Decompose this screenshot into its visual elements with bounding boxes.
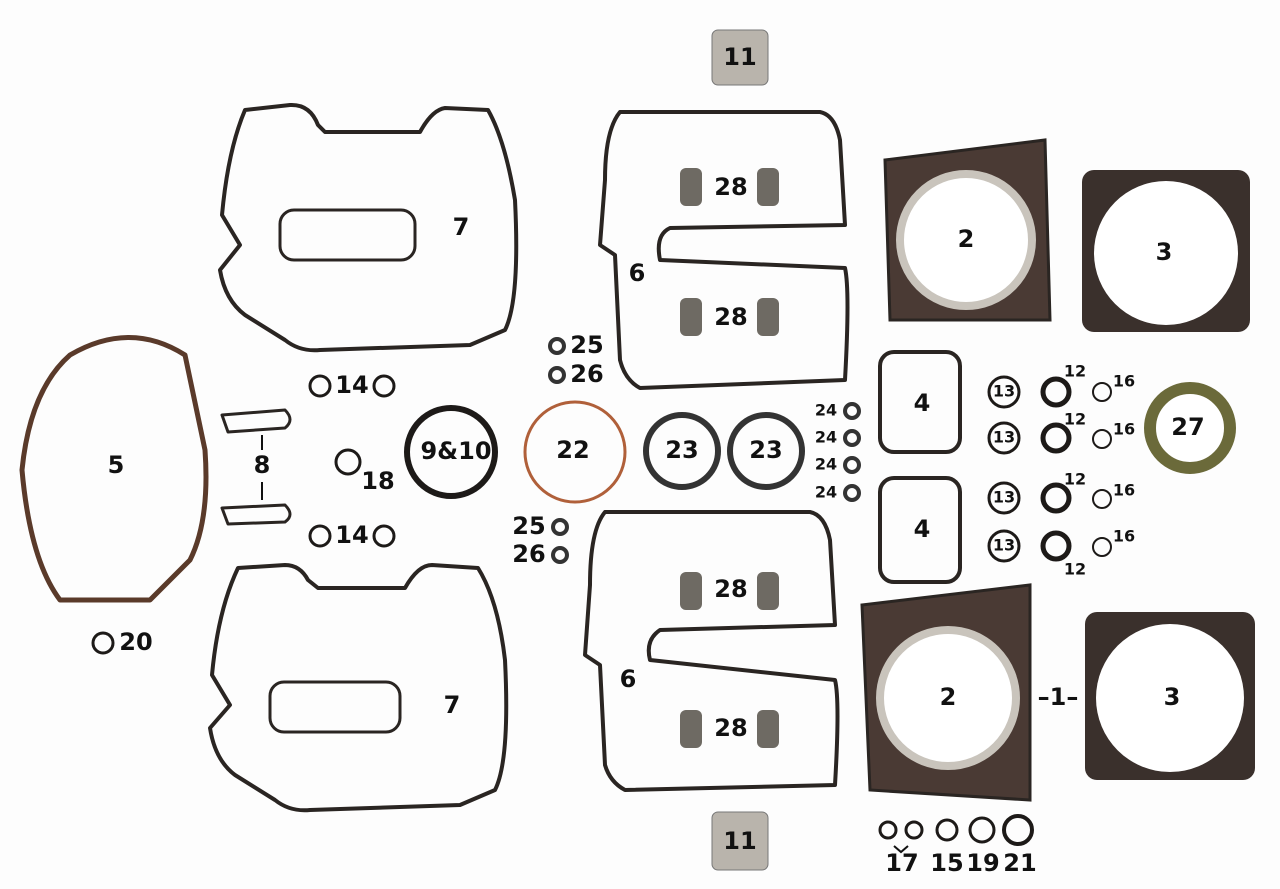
rocker-window-bottom bbox=[268, 680, 402, 734]
callout: 28 bbox=[714, 303, 747, 331]
callout: 4 bbox=[914, 389, 931, 417]
base-gasket-top bbox=[1082, 170, 1250, 332]
o-rings-misc bbox=[91, 374, 396, 655]
callout: 16 bbox=[1113, 527, 1135, 546]
callout: 4 bbox=[914, 515, 931, 543]
rocker-base-gasket-bottom bbox=[583, 510, 840, 792]
callout: 17 bbox=[885, 849, 918, 877]
callout: 18 bbox=[361, 467, 394, 495]
callout: 3 bbox=[1164, 683, 1181, 711]
callout: 25 bbox=[570, 331, 603, 359]
rocker-cover-gasket-top bbox=[218, 102, 519, 353]
small-gasket-bottom bbox=[220, 503, 292, 526]
callout: 11 bbox=[723, 827, 756, 855]
tappet-gasket-top bbox=[878, 350, 962, 454]
callout: –1– bbox=[1038, 683, 1079, 711]
callout: 14 bbox=[335, 521, 368, 549]
callout: 25 bbox=[512, 512, 545, 540]
o-rings-right bbox=[987, 375, 1112, 563]
seal-23-right bbox=[727, 412, 805, 490]
callout-labels: 11 11 7 7 6 6 28 28 28 28 2 2 3 3 –1– 5 … bbox=[108, 43, 1205, 877]
callout: 11 bbox=[723, 43, 756, 71]
callout: 28 bbox=[714, 173, 747, 201]
callout: 14 bbox=[335, 371, 368, 399]
callout: 23 bbox=[665, 436, 698, 464]
rocker-cover-gasket-bottom bbox=[208, 563, 509, 813]
callout: 3 bbox=[1156, 238, 1173, 266]
callout: 16 bbox=[1113, 481, 1135, 500]
callout: 13 bbox=[993, 428, 1015, 447]
oil-seal-27 bbox=[1144, 382, 1236, 474]
callout: 7 bbox=[453, 213, 470, 241]
callout: 12 bbox=[1064, 410, 1086, 429]
callout: 22 bbox=[556, 436, 589, 464]
callout: 27 bbox=[1171, 413, 1204, 441]
callout: 21 bbox=[1003, 849, 1036, 877]
bushing-top bbox=[711, 29, 769, 86]
callout: 6 bbox=[629, 259, 646, 287]
callout: 20 bbox=[119, 628, 152, 656]
callout: 12 bbox=[1064, 470, 1086, 489]
o-rings-bottom bbox=[878, 814, 1034, 846]
callout: 15 bbox=[930, 849, 963, 877]
callout: 2 bbox=[958, 225, 975, 253]
callout: 12 bbox=[1064, 362, 1086, 381]
callout: 24 bbox=[815, 401, 837, 420]
callout: 24 bbox=[815, 483, 837, 502]
callout: 23 bbox=[749, 436, 782, 464]
small-gasket-top bbox=[220, 408, 292, 434]
washers bbox=[548, 337, 861, 564]
seal-23-left bbox=[643, 412, 721, 490]
head-gasket-bottom bbox=[860, 583, 1032, 802]
callout: 8 bbox=[254, 451, 271, 479]
cam-cover-gasket bbox=[19, 335, 209, 603]
callout: 7 bbox=[444, 691, 461, 719]
callout: 5 bbox=[108, 451, 125, 479]
callout: 16 bbox=[1113, 420, 1135, 439]
callout: 6 bbox=[620, 665, 637, 693]
callout: 2 bbox=[940, 683, 957, 711]
head-gasket-top bbox=[883, 138, 1052, 322]
callout: 24 bbox=[815, 428, 837, 447]
gasket-22 bbox=[523, 400, 627, 504]
callout: 16 bbox=[1113, 372, 1135, 391]
callout: 26 bbox=[512, 540, 545, 568]
valve-seals bbox=[680, 168, 779, 748]
callout: 19 bbox=[966, 849, 999, 877]
callout: 13 bbox=[993, 488, 1015, 507]
callout: 28 bbox=[714, 714, 747, 742]
tappet-gasket-bottom bbox=[878, 476, 962, 584]
gasket-9-10 bbox=[404, 405, 498, 499]
callout: 28 bbox=[714, 575, 747, 603]
callout: 9&10 bbox=[420, 437, 491, 465]
callout: 26 bbox=[570, 360, 603, 388]
callout: 12 bbox=[1064, 560, 1086, 579]
rocker-base-gasket-top bbox=[598, 110, 850, 390]
bushing-bottom bbox=[711, 811, 769, 871]
callout: 24 bbox=[815, 455, 837, 474]
callout: 13 bbox=[993, 382, 1015, 401]
callout: 13 bbox=[993, 536, 1015, 555]
base-gasket-bottom bbox=[1085, 612, 1255, 780]
rocker-window-top bbox=[278, 208, 417, 262]
